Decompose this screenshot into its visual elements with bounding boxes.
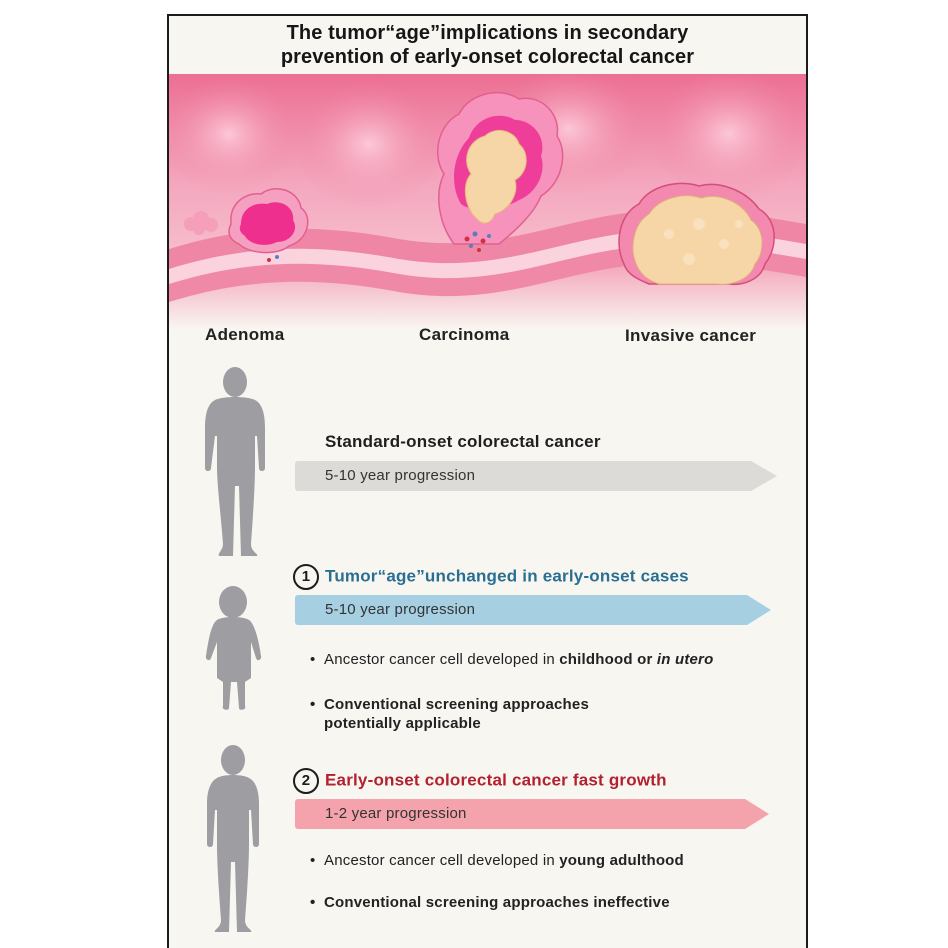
case2-heading-text: Early-onset colorectal cancer fast growt… (325, 770, 667, 790)
case1-bullet-1-bold: childhood or (559, 651, 657, 668)
child-silhouette-icon (205, 586, 262, 710)
stage-label-adenoma: Adenoma (205, 325, 285, 344)
case1-progression-arrow: 5-10 year progression (295, 595, 771, 625)
case1-progression-label: 5-10 year progression (325, 601, 476, 618)
case1-bullet-2-line1: Conventional screening approaches (324, 696, 589, 713)
case1-bullet-1: •Ancestor cancer cell developed in child… (310, 651, 714, 668)
case2-bullet-1-bold: young adulthood (559, 852, 684, 869)
case1-heading-text: Tumor“age”unchanged in early-onset cases (325, 566, 689, 586)
stage-label-carcinoma: Carcinoma (419, 325, 510, 344)
case1-bullet-1-italic: in utero (656, 651, 714, 668)
case1-bullet-2-line2: potentially applicable (324, 715, 481, 732)
stage-label-invasive-cancer: Invasive cancer (625, 326, 757, 345)
case2-number-badge: 2 (293, 768, 319, 794)
case2-bullet-2: •Conventional screening approaches ineff… (310, 894, 670, 911)
mucosal-fold (649, 74, 806, 204)
case2-progression-label: 1-2 year progression (325, 805, 467, 822)
mucosal-fold (169, 74, 299, 194)
title-line-1: The tumor“age”implications in secondary (286, 22, 689, 44)
young-adult-silhouette-icon (207, 745, 259, 932)
case1-heading: 1 Tumor“age”unchanged in early-onset case… (293, 564, 689, 590)
figure-panel: The tumor“age”implications in secondary … (167, 14, 808, 948)
title-box: The tumor“age”implications in secondary … (169, 16, 806, 76)
carcinoma-tumor (436, 91, 564, 252)
invasive-cancer-tumor (618, 182, 775, 286)
case2-bullet-2-text: Conventional screening approaches ineffe… (324, 894, 670, 911)
colon-tissue-illustration (169, 74, 806, 329)
adenoma-tumor (228, 188, 309, 262)
standard-progression-arrow: 5-10 year progression (295, 461, 777, 491)
case2-bullet-1: •Ancestor cancer cell developed in young… (310, 852, 684, 869)
case2-heading: 2 Early-onset colorectal cancer fast grow… (293, 768, 667, 794)
small-polyp (184, 211, 218, 235)
mucosal-fold (294, 79, 444, 209)
case2-progression-arrow: 1-2 year progression (295, 799, 769, 829)
adult-silhouette-icon (205, 367, 265, 556)
standard-onset-heading: Standard-onset colorectal cancer (325, 432, 601, 451)
title-line-2: prevention of early-onset colorectal can… (280, 46, 695, 68)
case1-bullet-1-text: Ancestor cancer cell developed in (324, 651, 560, 668)
standard-progression-label: 5-10 year progression (325, 467, 476, 484)
case1-number-badge: 1 (293, 564, 319, 590)
case2-bullet-1-text: Ancestor cancer cell developed in (324, 852, 560, 869)
